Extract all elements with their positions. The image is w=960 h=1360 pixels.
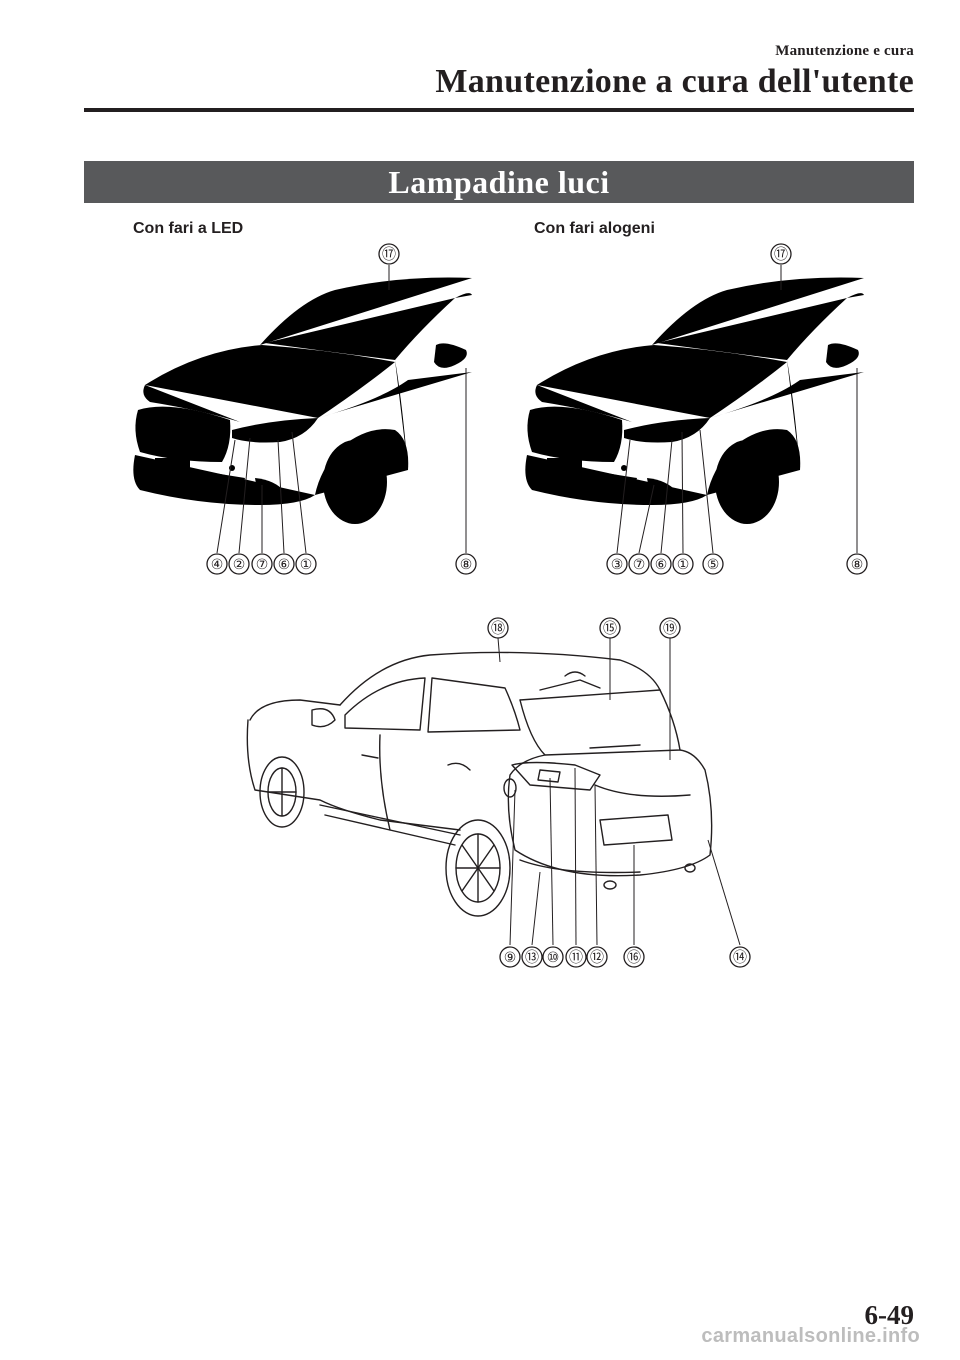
svg-text:①: ① — [300, 556, 313, 572]
svg-text:⑰: ⑰ — [774, 246, 788, 262]
callout-3: ③ — [606, 553, 628, 575]
callout-2: ② — [228, 553, 250, 575]
led-callouts: ⑰ ④ ② ⑦ ⑥ ① ⑧ — [206, 243, 477, 575]
callout-8: ⑧ — [455, 553, 477, 575]
callout-17: ⑰ — [770, 243, 792, 265]
callout-14: ⑭ — [729, 946, 751, 968]
svg-text:⑤: ⑤ — [707, 556, 720, 572]
callout-6: ⑥ — [273, 553, 295, 575]
callout-6: ⑥ — [650, 553, 672, 575]
callout-13: ⑬ — [521, 946, 543, 968]
svg-text:⑩: ⑩ — [547, 949, 560, 965]
callout-10: ⑩ — [542, 946, 564, 968]
svg-text:⑨: ⑨ — [504, 949, 517, 965]
svg-text:⑭: ⑭ — [733, 949, 747, 965]
callout-16: ⑯ — [623, 946, 645, 968]
svg-text:⑥: ⑥ — [278, 556, 291, 572]
header-divider — [84, 108, 914, 112]
svg-text:⑮: ⑮ — [603, 620, 617, 636]
svg-text:⑫: ⑫ — [590, 949, 604, 965]
svg-text:⑥: ⑥ — [655, 556, 668, 572]
svg-text:⑱: ⑱ — [491, 620, 505, 636]
svg-text:⑯: ⑯ — [627, 949, 641, 965]
halogen-figure-label: Con fari alogeni — [534, 220, 655, 237]
halogen-front-car-drawing — [525, 277, 864, 524]
callout-18: ⑱ — [487, 617, 509, 639]
svg-text:⑦: ⑦ — [633, 556, 646, 572]
svg-text:⑰: ⑰ — [382, 246, 396, 262]
callout-19: ⑲ — [659, 617, 681, 639]
callout-17: ⑰ — [378, 243, 400, 265]
svg-text:⑧: ⑧ — [851, 556, 864, 572]
halogen-callouts: ⑰ ③ ⑦ ⑥ ① ⑤ ⑧ — [606, 243, 868, 575]
callout-11: ⑪ — [565, 946, 587, 968]
led-front-car-drawing — [133, 277, 473, 524]
led-figure-label: Con fari a LED — [133, 220, 244, 237]
callout-1: ① — [672, 553, 694, 575]
callout-9: ⑨ — [499, 946, 521, 968]
rear-leader-lines — [497, 637, 741, 946]
svg-text:⑪: ⑪ — [569, 949, 583, 965]
rear-callouts: ⑱ ⑮ ⑲ ⑨ ⑬ ⑩ ⑪ ⑫ ⑯ ⑭ — [487, 617, 751, 968]
led-leader-lines — [216, 265, 467, 554]
section-header: Manutenzione e cura — [775, 43, 914, 59]
svg-text:⑦: ⑦ — [256, 556, 269, 572]
svg-text:③: ③ — [611, 556, 624, 572]
callout-1: ① — [295, 553, 317, 575]
section-title-bar: Lampadine luci — [84, 161, 914, 203]
svg-text:④: ④ — [211, 556, 224, 572]
svg-text:②: ② — [233, 556, 246, 572]
callout-12: ⑫ — [586, 946, 608, 968]
svg-text:①: ① — [677, 556, 690, 572]
svg-text:⑬: ⑬ — [525, 949, 539, 965]
callout-15: ⑮ — [599, 617, 621, 639]
page-number: 6-49 — [864, 1300, 915, 1330]
watermark: carmanualsonline.info — [701, 1325, 920, 1347]
callout-7: ⑦ — [628, 553, 650, 575]
rear-car-drawing — [246, 651, 713, 917]
callout-4: ④ — [206, 553, 228, 575]
callout-5: ⑤ — [702, 553, 724, 575]
svg-text:⑧: ⑧ — [460, 556, 473, 572]
page-title: Manutenzione a cura dell'utente — [435, 63, 914, 100]
callout-8: ⑧ — [846, 553, 868, 575]
halogen-leader-lines — [616, 265, 858, 554]
callout-7: ⑦ — [251, 553, 273, 575]
svg-text:⑲: ⑲ — [663, 620, 677, 636]
